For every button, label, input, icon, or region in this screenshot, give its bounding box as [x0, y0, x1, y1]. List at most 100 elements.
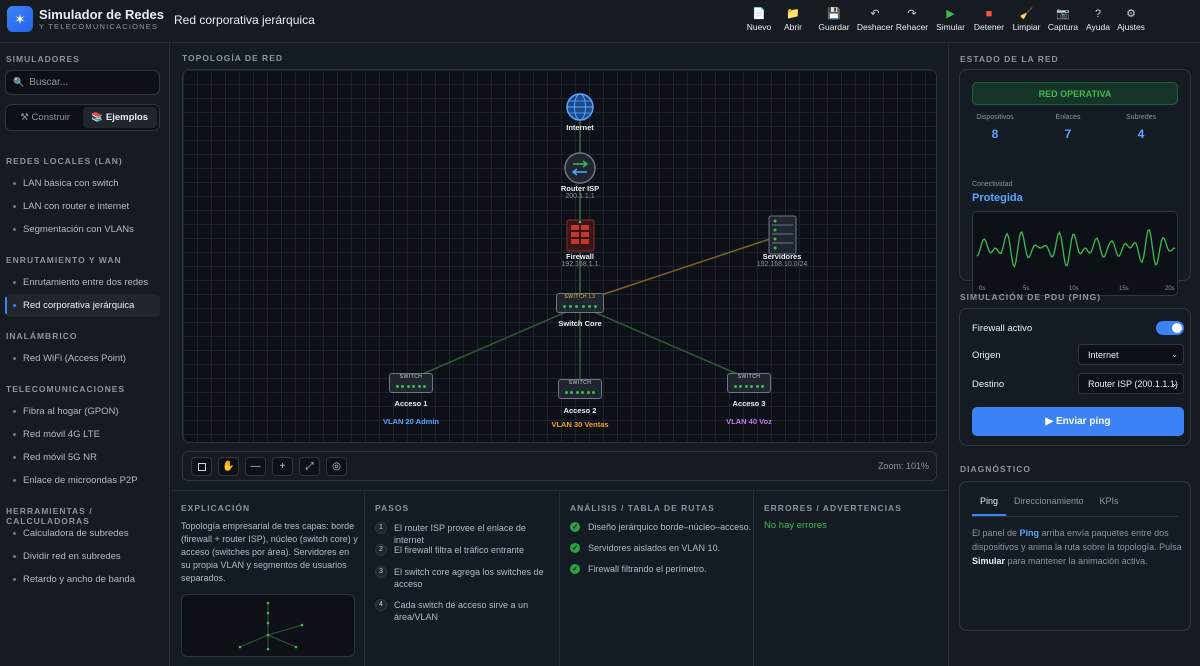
mini-map[interactable] — [181, 594, 355, 657]
pan-tool-button[interactable]: ✋ — [218, 457, 239, 476]
tab-ejemplos[interactable]: 📚 Ejemplos — [82, 107, 157, 128]
fit-view-button[interactable]: ⤢ — [299, 457, 320, 476]
zoom-in-button[interactable]: + — [272, 457, 293, 476]
select-tool-button[interactable] — [191, 457, 212, 476]
sidebar-item[interactable]: Retardo y ancho de banda — [5, 568, 160, 591]
target-icon: ◎ — [332, 461, 341, 472]
broom-icon: 🧹 — [1019, 8, 1034, 20]
status-heading: ESTADO DE LA RED — [960, 54, 1059, 64]
sidebar-item[interactable]: LAN con router e internet — [5, 195, 160, 218]
node-firewall-label[interactable]: Firewall — [566, 252, 594, 261]
sidebar-heading: SIMULADORES — [6, 54, 80, 64]
stop-icon: ■ — [985, 8, 993, 20]
sidebar-item[interactable]: Enrutamiento entre dos redes — [5, 271, 160, 294]
sidebar-item[interactable]: Fibra al hogar (GPON) — [5, 400, 160, 423]
toolbar-label: Nuevo — [746, 22, 772, 32]
vlan-acc2: VLAN 30 Ventas — [551, 420, 609, 429]
destination-select[interactable]: Router ISP (200.1.1.1) ⌄ — [1078, 373, 1184, 394]
sidebar-item[interactable]: Red móvil 5G NR — [5, 446, 160, 469]
ayuda-button[interactable]: ?Ayuda — [1082, 6, 1114, 36]
origin-select[interactable]: Internet ⌄ — [1078, 344, 1184, 365]
sidebar-item[interactable]: Red móvil 4G LTE — [5, 423, 160, 446]
node-acc2-switch[interactable]: SWITCH — [558, 379, 602, 399]
topology-canvas[interactable]: Internet Router ISP 200.1.1.1 Firewall 1… — [182, 69, 937, 443]
node-router-label[interactable]: Router ISP — [560, 184, 600, 193]
plus-icon: + — [279, 461, 286, 472]
tab-ping[interactable]: Ping — [972, 492, 1007, 516]
guardar-button[interactable]: 💾 Guardar — [810, 6, 858, 36]
nav-group-heading: REDES LOCALES (LAN) — [6, 156, 123, 166]
toolbar-label: Ajustes — [1117, 22, 1145, 32]
tab-construir[interactable]: ⚒ Construir — [20, 112, 71, 123]
sidebar-item[interactable]: Red WiFi (Access Point) — [5, 347, 160, 370]
limpiar-button[interactable]: 🧹Limpiar — [1009, 6, 1044, 36]
globe-icon — [566, 93, 594, 121]
save-icon: 💾 — [827, 8, 841, 20]
canvas-toolbar: ✋ — + ⤢ ◎ Zoom: 101% — [182, 451, 937, 481]
toolbar-label: Detener — [973, 22, 1005, 32]
send-ping-button[interactable]: ▶ Enviar ping — [972, 407, 1184, 436]
node-core-switch[interactable]: SWITCH L3 — [556, 293, 604, 313]
sidebar-item[interactable]: LAN básica con switch — [5, 172, 160, 195]
sidebar-item[interactable]: Dividir red en subredes — [5, 545, 160, 568]
zoom-out-button[interactable]: — — [245, 457, 266, 476]
origin-value: Internet — [1088, 349, 1119, 360]
firewall-toggle-label: Firewall activo — [972, 323, 1033, 334]
deshacer-button[interactable]: ↶Deshacer — [857, 6, 893, 36]
sidebar-item[interactable]: Enlace de microondas P2P — [5, 469, 160, 492]
step-text: El firewall filtra el tráfico entrante — [394, 545, 525, 555]
acc1-tag: SWITCH — [399, 374, 423, 380]
firewall-toggle[interactable] — [1156, 321, 1184, 335]
node-acc1-switch[interactable]: SWITCH — [389, 373, 433, 393]
tab-direccionamiento[interactable]: Direccionamiento — [1014, 496, 1084, 506]
rehacer-button[interactable]: ↷Rehacer — [892, 6, 932, 36]
tab-kpis[interactable]: KPIs — [1099, 496, 1119, 506]
ajustes-button[interactable]: ⚙ Ajustes — [1114, 6, 1148, 36]
sidebar-item[interactable]: Calculadora de subredes — [5, 522, 160, 545]
gear-icon: ⚙ — [1126, 8, 1136, 20]
select-icon — [197, 462, 206, 471]
node-firewall-ip: 192.168.1.1 — [561, 261, 599, 268]
hand-icon: ✋ — [222, 461, 235, 472]
analysis-item: ✓Diseño jerárquico borde–núcleo–acceso. — [570, 522, 751, 532]
analysis-text: Firewall filtrando el perímetro. — [588, 564, 707, 574]
nav-group-heading: HERRAMIENTAS / CALCULADORAS — [6, 506, 93, 526]
origin-label: Origen — [972, 350, 1001, 361]
node-servers-label[interactable]: Servidores — [762, 252, 802, 261]
sidebar-item[interactable]: Red corporativa jerárquica — [5, 294, 160, 317]
node-servers-ip: 192.168.10.0/24 — [756, 261, 808, 268]
detener-button[interactable]: ■ Detener — [969, 6, 1009, 36]
step-text: Cada switch de acceso sirve a un área/VL… — [394, 600, 529, 622]
vlan-acc3: VLAN 40 Voz — [726, 417, 772, 426]
zoom-level: Zoom: 101% — [877, 461, 929, 471]
traffic-wave — [976, 228, 1176, 269]
minimap-svg — [238, 601, 304, 651]
nuevo-button[interactable]: 📄Nuevo — [742, 6, 776, 36]
search-box[interactable]: 🔍 — [5, 70, 160, 95]
search-icon: 🔍 — [13, 77, 25, 87]
toolbar-label: Guardar — [818, 22, 850, 32]
app-header: ✶ Simulador de Redes Y TELECOMUNICACIONE… — [0, 0, 1200, 43]
node-acc3-switch[interactable]: SWITCH — [727, 373, 771, 393]
search-input[interactable] — [29, 77, 150, 88]
firewall-icon — [566, 219, 595, 252]
destination-value: Router ISP (200.1.1.1) — [1088, 378, 1178, 389]
simular-button[interactable]: ▶Simular — [932, 6, 969, 36]
app-subtitle: Y TELECOMUNICACIONES — [39, 21, 159, 31]
check-icon: ✓ — [570, 564, 580, 574]
core-switch-tag: SWITCH L3 — [564, 294, 596, 300]
connectivity-value: Protegida — [972, 192, 1023, 204]
pdu-heading: SIMULACIÓN DE PDU (PING) — [960, 292, 1102, 302]
captura-button[interactable]: 📷Captura — [1044, 6, 1082, 36]
step-number: 1 — [375, 522, 387, 534]
center-view-button[interactable]: ◎ — [326, 457, 347, 476]
sidebar-item[interactable]: Segmentación con VLANs — [5, 218, 160, 241]
satellite-icon: ✶ — [7, 6, 33, 32]
abrir-button[interactable]: 📁Abrir — [776, 6, 810, 36]
dest-label: Destino — [972, 379, 1005, 390]
diagnostics-tabs: Ping Direccionamiento KPIs — [972, 492, 1127, 516]
node-internet-label[interactable]: Internet — [566, 123, 594, 132]
